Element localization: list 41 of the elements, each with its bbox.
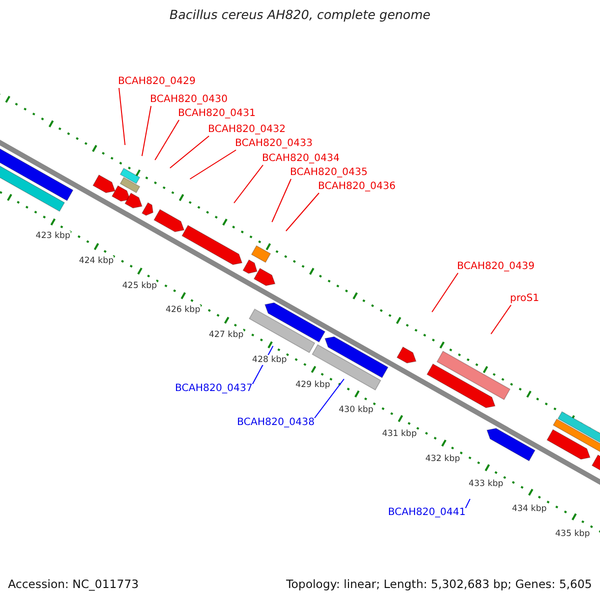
leader-line [118, 88, 126, 146]
genome-title: Bacillus cereus AH820, complete genome [168, 8, 432, 21]
tick-label: 428 kbp [252, 355, 287, 365]
gene-label: BCAH820_0435 [290, 166, 368, 179]
leader-line [432, 272, 458, 312]
accession-text: Accession: NC_011773 [8, 578, 139, 591]
tick-label: 431 kbp [382, 429, 417, 440]
tick-label: 429 kbp [295, 380, 330, 390]
gene-label: BCAH820_0433 [235, 137, 313, 150]
gene-label: BCAH820_0441 [388, 506, 466, 519]
tick-label: 432 kbp [425, 454, 460, 464]
gene-label: BCAH820_0429 [118, 75, 196, 88]
tick-label: 424 kbp [78, 256, 114, 266]
gene-label: BCAH820_0430 [150, 93, 228, 106]
gene-label: BCAH820_0432 [208, 123, 286, 136]
leader-line [154, 120, 180, 160]
gene-label: proS1 [510, 292, 540, 305]
gene-label: BCAH820_0434 [262, 152, 340, 165]
tick-label: 423 kbp [36, 231, 70, 241]
gene-label: BCAH820_0438 [237, 416, 315, 429]
leader-line [234, 164, 264, 204]
tick-label: 433 kbp [468, 479, 504, 489]
tick-label: 434 kbp [512, 504, 547, 514]
leader-line [190, 150, 236, 180]
tick-label: 427 kbp [208, 330, 244, 340]
gene-label: BCAH820_0431 [178, 107, 256, 120]
leader-line [286, 192, 320, 232]
leader-line [490, 304, 512, 334]
leader-line [465, 498, 470, 508]
gene-label: BCAH820_0437 [175, 382, 253, 395]
tick-label: 425 kbp [122, 280, 157, 291]
leader-line [170, 136, 210, 168]
tick-label: 430 kbp [338, 404, 374, 415]
leader-line [272, 178, 292, 222]
leader-line [142, 106, 152, 156]
topology-text: Topology: linear; Length: 5,302,683 bp; Genes: 5,605 [286, 578, 592, 591]
tick-label: 435 kbp [555, 528, 590, 539]
leader-line [314, 378, 344, 418]
tick-label: 426 kbp [166, 305, 200, 316]
gene-label: BCAH820_0436 [318, 180, 396, 193]
gene-label: BCAH820_0439 [457, 260, 535, 273]
